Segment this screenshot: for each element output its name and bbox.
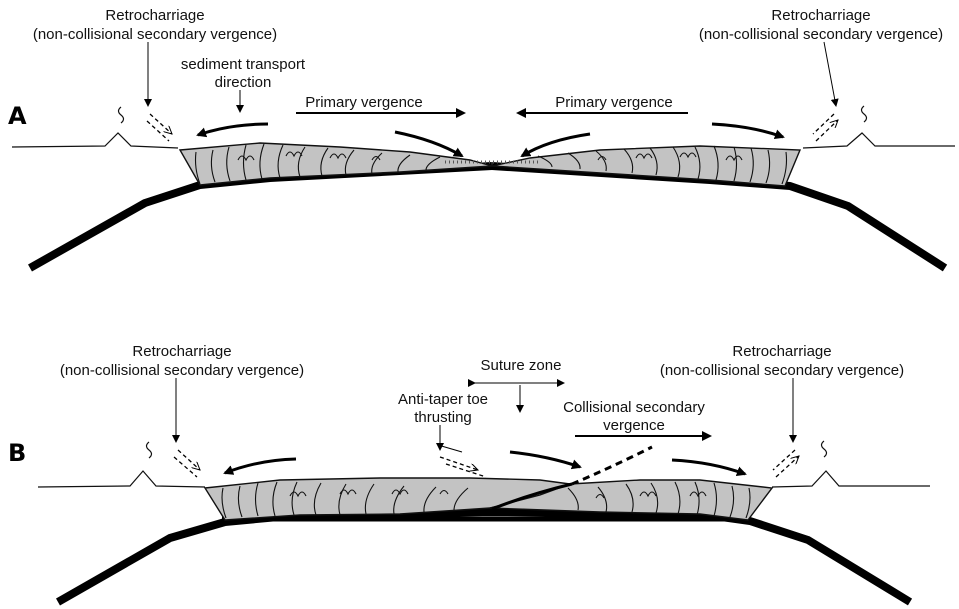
panel-b-collisional-label-2: vergence	[603, 417, 665, 434]
panel-b-retro-left-subtitle: (non-collisional secondary vergence)	[60, 362, 304, 379]
panel-a-primary-vergence-right: Primary vergence	[555, 94, 673, 111]
panel-b-retro-left-title: Retrocharriage	[132, 343, 231, 360]
panel-b-suture-label: Suture zone	[481, 357, 562, 374]
panel-b-retro-thrust-right	[773, 450, 799, 477]
panel-b-retro-right-subtitle: (non-collisional secondary vergence)	[660, 362, 904, 379]
panel-b-collisional-label-1: Collisional secondary	[563, 399, 705, 416]
panel-a-retro-thrust-left	[147, 114, 172, 141]
panel-a-retro-left-subtitle: (non-collisional secondary vergence)	[33, 26, 277, 43]
panel-b-squiggle-right	[822, 441, 827, 457]
panel-b-surface-right	[772, 471, 930, 487]
panel-b-surface-left	[38, 471, 205, 487]
panel-b-retro-right-title: Retrocharriage	[732, 343, 831, 360]
panel-a: A	[8, 7, 955, 268]
panel-a-leader-retro-right	[824, 42, 836, 106]
panel-a-sediment-label-2: direction	[215, 74, 272, 91]
panel-a-curve-arrow-right	[712, 124, 783, 137]
panel-b-retro-thrust-left	[174, 450, 200, 477]
panel-b-squiggle-left	[147, 442, 152, 458]
panel-a-primary-vergence-left: Primary vergence	[305, 94, 423, 111]
panel-b-letter: B	[8, 439, 26, 467]
panel-a-surface-left	[12, 133, 178, 148]
panel-b-antitaper-arrow-small	[438, 445, 462, 452]
panel-b-curve-arrow-center	[510, 452, 580, 467]
panel-b-antitaper-thrust	[440, 457, 486, 477]
panel-a-letter: A	[8, 102, 27, 130]
panel-a-retro-right-title: Retrocharriage	[771, 7, 870, 24]
panel-a-retro-left-title: Retrocharriage	[105, 7, 204, 24]
panel-b-curve-arrow-right	[672, 460, 745, 474]
panel-a-surface-right	[803, 133, 955, 148]
panel-a-slab-left	[30, 166, 492, 268]
panel-b-slab	[58, 512, 910, 602]
panel-a-squiggle-left	[119, 107, 124, 123]
panel-a-retro-thrust-right	[813, 114, 838, 141]
panel-a-wedge-right	[492, 146, 800, 186]
panel-b-antitaper-label-1: Anti-taper toe	[398, 391, 488, 408]
panel-b-antitaper-label-2: thrusting	[414, 409, 472, 426]
panel-b-suture-fault-dashed	[572, 447, 652, 484]
panel-b: B	[8, 343, 930, 602]
panel-a-retro-right-subtitle: (non-collisional secondary vergence)	[699, 26, 943, 43]
panel-b-curve-arrow-left	[225, 459, 296, 473]
panel-a-squiggle-right	[862, 106, 867, 122]
panel-a-sediment-label-1: sediment transport	[181, 56, 306, 73]
panel-a-sediment-arrow	[198, 124, 268, 135]
